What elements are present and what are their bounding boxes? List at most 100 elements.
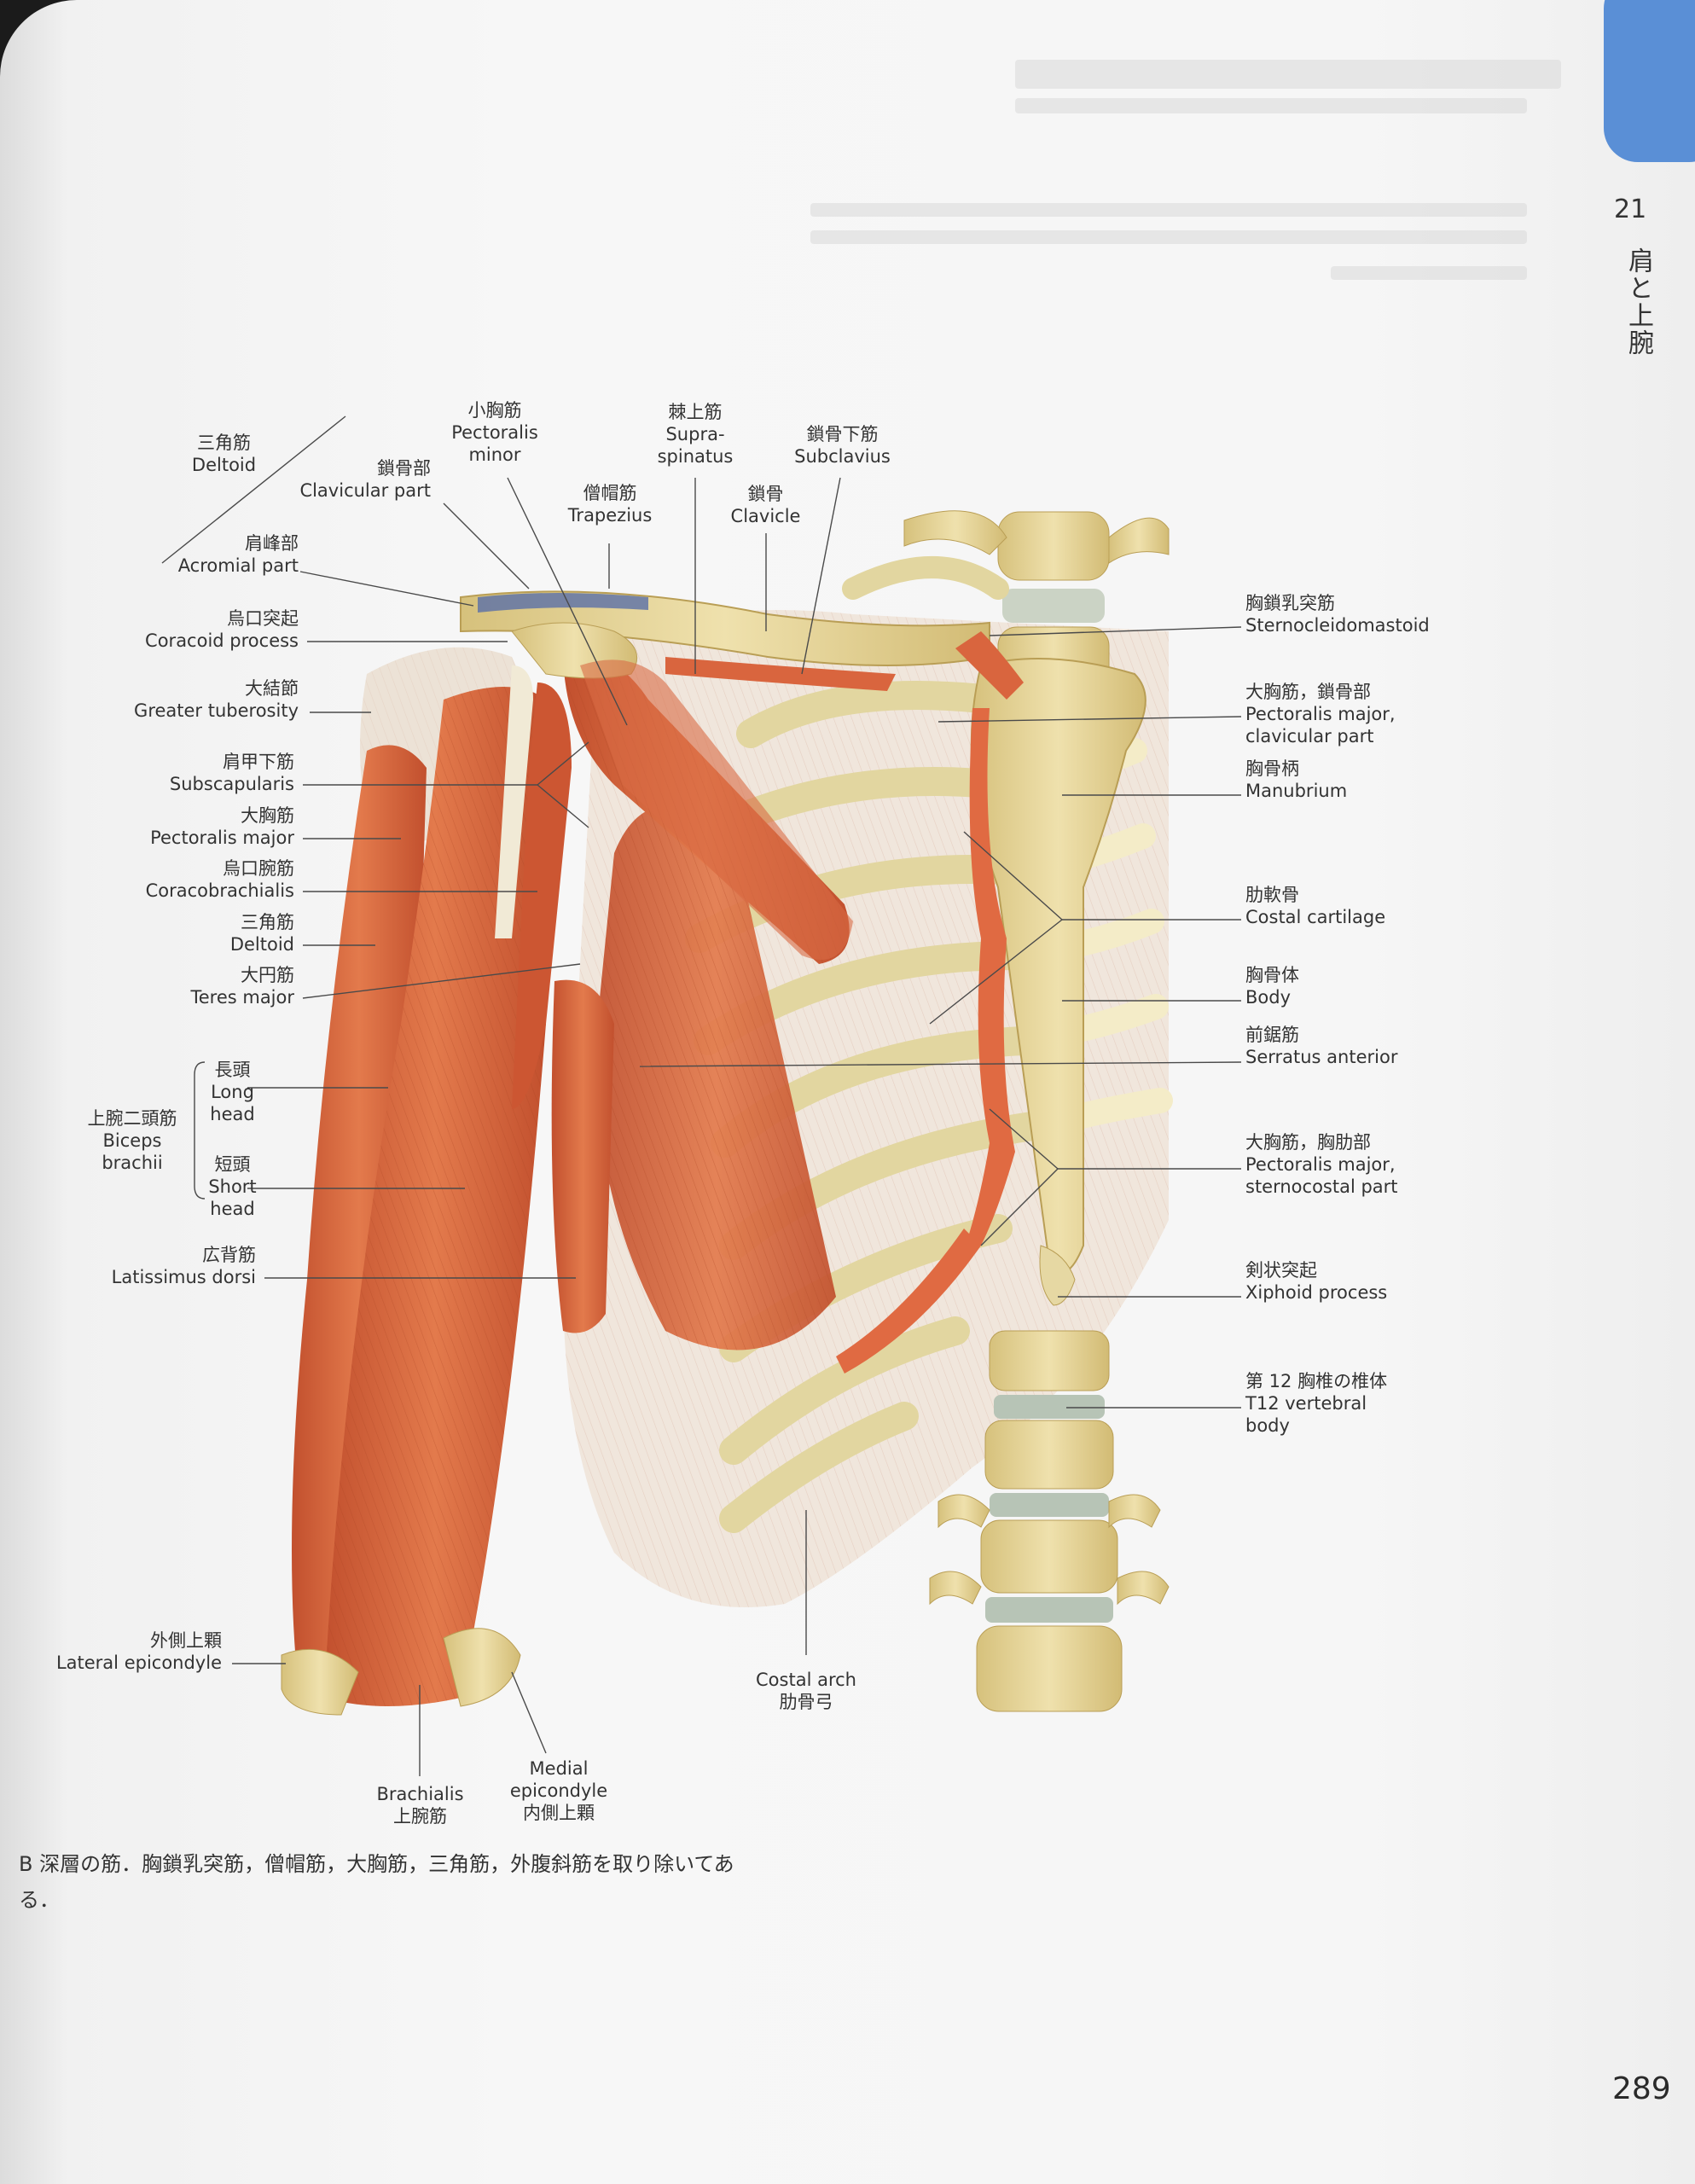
label-coracoid-process: 烏口突起 Coracoid process — [102, 607, 299, 652]
label-clavicle: 鎖骨 Clavicle — [717, 483, 815, 527]
label-en: Pectoralis — [451, 422, 538, 443]
label-en: body — [1245, 1415, 1290, 1436]
label-deltoid-mid: 三角筋 Deltoid — [171, 911, 294, 956]
label-medial-epicondyle: Medial epicondyle 内側上顆 — [499, 1757, 618, 1824]
label-en: Clavicular part — [299, 480, 431, 501]
label-trapezius: 僧帽筋 Trapezius — [554, 482, 665, 526]
label-en: Body — [1245, 987, 1292, 1008]
label-sternocleidomastoid: 胸鎖乳突筋 Sternocleidomastoid — [1245, 592, 1430, 636]
label-ja: 大円筋 — [241, 965, 294, 985]
label-serratus-anterior: 前鋸筋 Serratus anterior — [1245, 1024, 1397, 1068]
clavicle-bone — [460, 590, 990, 691]
label-ja: 肋骨弓 — [779, 1692, 833, 1712]
label-ja: 大胸筋 — [241, 805, 294, 826]
label-ja: 外側上顆 — [150, 1630, 222, 1651]
label-ja: 長頭 — [214, 1060, 251, 1080]
label-long-head: 長頭 Long head — [200, 1059, 264, 1125]
label-costal-arch: Costal arch 肋骨弓 — [742, 1669, 870, 1713]
show-through-mark — [1015, 60, 1561, 89]
chapter-title: 肩と上腕 — [1623, 247, 1653, 357]
label-en: Acromial part — [177, 555, 299, 576]
label-ja: 烏口腕筋 — [223, 858, 294, 879]
label-en: Medial — [529, 1758, 589, 1779]
label-en: spinatus — [657, 446, 734, 467]
label-pectoralis-major-clavicular: 大胸筋，鎖骨部 Pectoralis major, clavicular par… — [1245, 681, 1396, 747]
label-body: 胸骨体 Body — [1245, 964, 1299, 1008]
label-t12-vertebral-body: 第 12 胸椎の椎体 T12 vertebral body — [1245, 1370, 1387, 1437]
label-ja: 肩峰部 — [245, 533, 299, 554]
label-en: brachii — [102, 1153, 163, 1173]
label-en: head — [210, 1104, 255, 1124]
upper-arm-muscles — [281, 659, 853, 1716]
label-teres-major: 大円筋 Teres major — [154, 964, 294, 1008]
label-ja: 胸鎖乳突筋 — [1245, 593, 1335, 613]
label-en: Coracobrachialis — [145, 880, 294, 901]
label-ja: 剣状突起 — [1245, 1260, 1317, 1281]
label-ja: 内側上顆 — [523, 1803, 595, 1823]
page-number: 289 — [1612, 2071, 1671, 2106]
label-en: Long — [211, 1082, 254, 1102]
label-ja: 胸骨体 — [1245, 965, 1299, 985]
label-latissimus-dorsi: 広背筋 Latissimus dorsi — [77, 1244, 256, 1288]
label-en: minor — [468, 444, 521, 465]
label-deltoid-top: 三角筋 Deltoid — [171, 432, 277, 476]
label-coracobrachialis: 烏口腕筋 Coracobrachialis — [94, 857, 294, 902]
label-ja: 肋軟骨 — [1245, 885, 1299, 905]
label-en: epicondyle — [509, 1780, 608, 1801]
show-through-mark — [1015, 98, 1527, 113]
label-leader-lines — [161, 415, 1242, 1776]
show-through-mark — [810, 203, 1527, 217]
label-en: Biceps — [102, 1130, 162, 1151]
label-pectoralis-major-left: 大胸筋 Pectoralis major — [102, 804, 294, 849]
label-ja: 大胸筋，胸肋部 — [1245, 1132, 1371, 1153]
label-en: Serratus anterior — [1245, 1047, 1398, 1067]
label-supraspinatus: 棘上筋 Supra- spinatus — [640, 401, 751, 468]
label-en: Teres major — [190, 987, 294, 1008]
label-en: clavicular part — [1245, 726, 1374, 746]
label-pectoralis-minor: 小胸筋 Pectoralis minor — [435, 399, 554, 466]
label-en: T12 vertebral — [1245, 1393, 1367, 1414]
label-en: Pectoralis major, — [1245, 704, 1396, 724]
label-ja: 僧帽筋 — [583, 483, 637, 503]
label-ja: 大胸筋，鎖骨部 — [1245, 682, 1371, 702]
label-en: Lateral epicondyle — [55, 1653, 222, 1673]
label-brachialis: Brachialis 上腕筋 — [363, 1783, 478, 1827]
label-en: Pectoralis major — [150, 828, 294, 848]
chapter-thumb-tab — [1604, 0, 1695, 162]
label-en: Pectoralis major, — [1245, 1154, 1396, 1175]
label-subclavius: 鎖骨下筋 Subclavius — [785, 423, 900, 468]
label-ja: 肩甲下筋 — [223, 752, 294, 772]
label-biceps-brachii: 上腕二頭筋 Biceps brachii — [73, 1107, 192, 1174]
chapter-number: 21 — [1614, 195, 1647, 224]
show-through-mark — [1331, 266, 1527, 280]
label-xiphoid-process: 剣状突起 Xiphoid process — [1245, 1259, 1387, 1304]
serratus-anterior-muscle — [596, 805, 836, 1350]
label-acromial-part: 肩峰部 Acromial part — [128, 532, 299, 577]
label-subscapularis: 肩甲下筋 Subscapularis — [119, 751, 294, 795]
label-ja: 上腕二頭筋 — [87, 1108, 177, 1129]
label-ja: 小胸筋 — [467, 400, 522, 421]
label-en: Subclavius — [794, 446, 891, 467]
label-manubrium: 胸骨柄 Manubrium — [1245, 758, 1347, 802]
label-en: Deltoid — [229, 934, 294, 955]
label-ja: 前鋸筋 — [1245, 1025, 1299, 1045]
label-en: sternocostal part — [1245, 1176, 1398, 1197]
label-ja: 短頭 — [214, 1154, 251, 1175]
label-ja: 大結節 — [245, 678, 299, 699]
label-ja: 三角筋 — [241, 912, 294, 932]
lower-spine — [929, 1330, 1170, 1712]
label-en: Brachialis — [376, 1784, 464, 1804]
label-ja: 上腕筋 — [393, 1806, 447, 1827]
label-en: Subscapularis — [169, 774, 294, 794]
label-costal-cartilage: 肋軟骨 Costal cartilage — [1245, 884, 1385, 928]
label-en: head — [210, 1199, 255, 1219]
label-ja: 鎖骨下筋 — [806, 424, 879, 444]
label-en: Trapezius — [567, 505, 653, 526]
label-ja: 棘上筋 — [668, 402, 723, 422]
label-en: Deltoid — [191, 455, 257, 475]
label-ja: 第 12 胸椎の椎体 — [1245, 1371, 1388, 1391]
label-en: Supra- — [665, 424, 725, 444]
label-en: Costal arch — [756, 1670, 856, 1690]
